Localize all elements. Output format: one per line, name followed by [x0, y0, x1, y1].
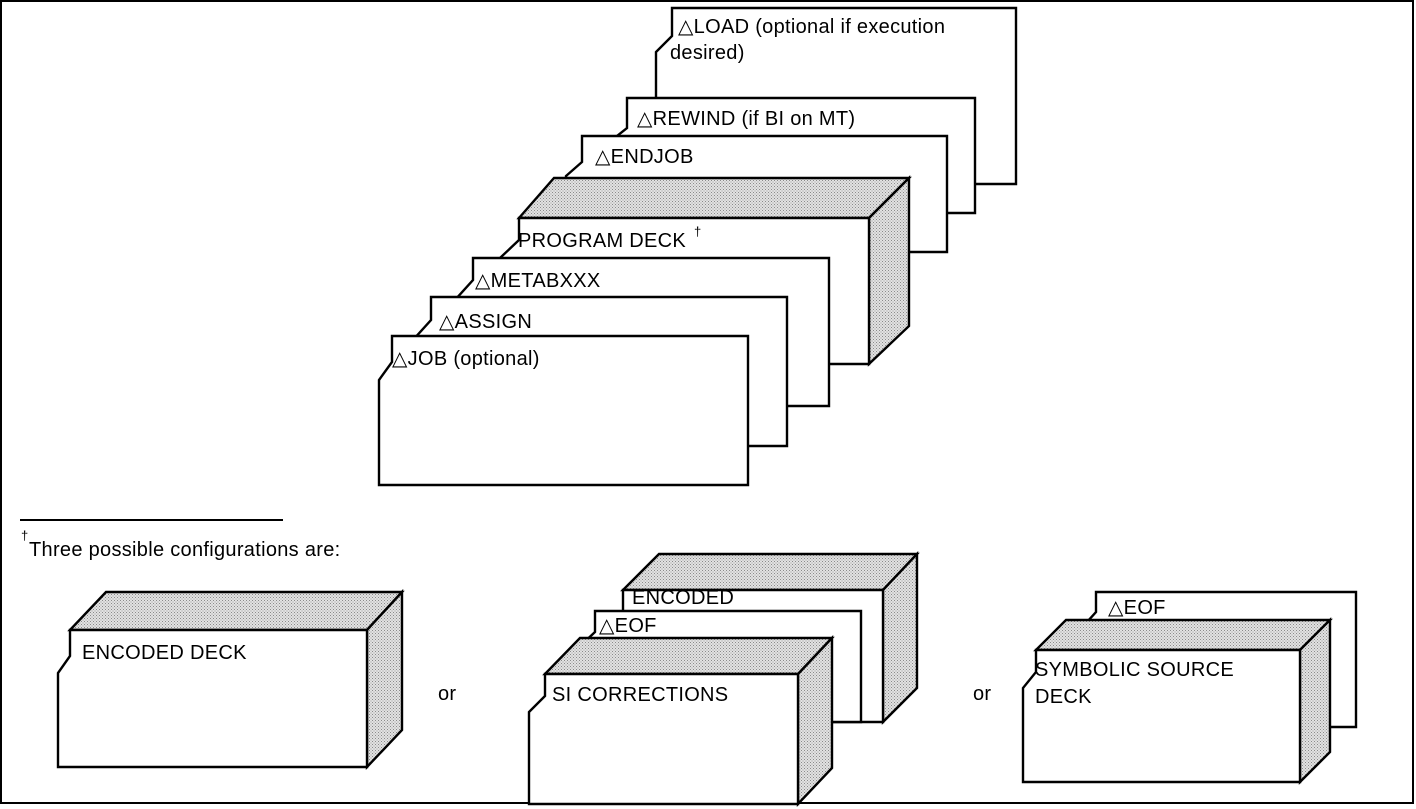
config-si-corrections: ENCODED △EOF SI CORRECTIONS [529, 554, 917, 804]
or-separator-1: or [438, 683, 456, 705]
load-label: △LOAD (optional if execution [678, 16, 945, 38]
symbolic-source-label-2: DECK [1035, 686, 1092, 708]
footnote-text: Three possible configurations are: [29, 539, 340, 561]
or-separator-2: or [973, 683, 991, 705]
eof-label-2: △EOF [599, 615, 657, 637]
encoded-block-top [623, 554, 917, 590]
si-corrections-label: SI CORRECTIONS [552, 684, 728, 706]
endjob-label: △ENDJOB [595, 146, 694, 168]
load-label-cont: desired) [670, 42, 745, 64]
symbolic-source-side [1300, 620, 1330, 782]
program-deck-top [519, 178, 909, 218]
job-label: △JOB (optional) [392, 348, 540, 370]
encoded-deck-top [70, 592, 402, 630]
footnote-marker: † [21, 528, 28, 543]
encoded-deck-label: ENCODED DECK [82, 642, 247, 664]
assign-label: △ASSIGN [439, 311, 532, 333]
program-deck-dagger: † [694, 224, 701, 239]
eof-label-3: △EOF [1108, 597, 1166, 619]
program-deck-label: PROGRAM DECK [518, 230, 686, 252]
rewind-label: △REWIND (if BI on MT) [637, 108, 855, 130]
symbolic-source-top [1036, 620, 1330, 650]
config-symbolic-source: △EOF SYMBOLIC SOURCE DECK [1023, 592, 1356, 782]
metabxxx-label: △METABXXX [475, 270, 601, 292]
symbolic-source-label: SYMBOLIC SOURCE [1035, 659, 1234, 681]
config-encoded-deck: ENCODED DECK [58, 592, 402, 767]
encoded-label: ENCODED [632, 587, 734, 609]
si-corrections-top [545, 638, 832, 674]
